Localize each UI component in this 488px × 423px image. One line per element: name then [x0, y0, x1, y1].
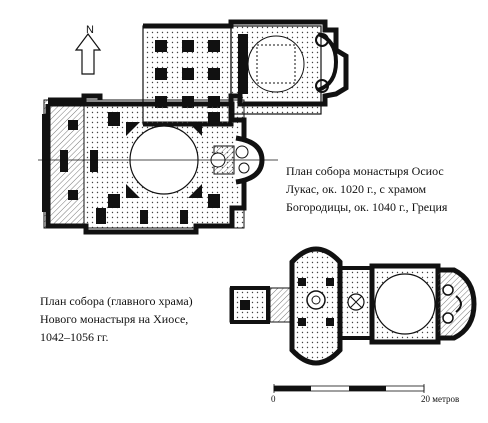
caption-line: План собора монастыря Осиос	[286, 164, 444, 178]
north-label: N	[86, 24, 94, 36]
caption-line: План собора (главного храма)	[40, 294, 193, 308]
caption-line: 1042–1056 гг.	[40, 330, 109, 344]
caption-line: Лукас, ок. 1020 г., с храмом	[286, 182, 427, 196]
scale-bar	[273, 384, 425, 393]
caption-line: Богородицы, ок. 1040 г., Греция	[286, 200, 448, 214]
scale-start-label: 0	[271, 394, 276, 404]
osios-loukas-plan	[38, 19, 349, 235]
nea-moni-plan	[229, 246, 477, 366]
scale-end-label: 20 метров	[421, 394, 460, 404]
caption-nea-moni: План собора (главного храма) Нового мона…	[40, 292, 193, 346]
north-arrow-icon	[74, 33, 102, 75]
caption-osios-loukas: План собора монастыря Осиос Лукас, ок. 1…	[286, 162, 447, 216]
caption-line: Нового монастыря на Хиосе,	[40, 312, 189, 326]
katholikon-plan	[42, 93, 265, 235]
